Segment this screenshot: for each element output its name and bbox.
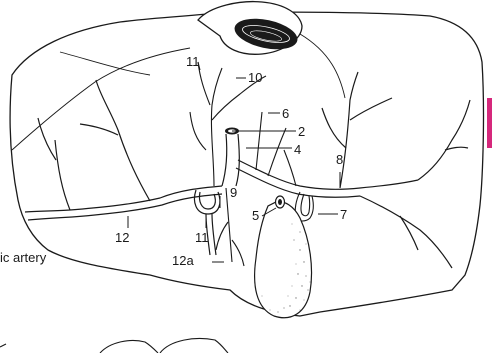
label-4: 4: [294, 142, 301, 157]
leader-lines: [128, 62, 340, 262]
label-12a: 12a: [172, 253, 194, 268]
bottom-partial-shapes: [0, 339, 228, 353]
label-7: 7: [340, 207, 347, 222]
label-11-bottom: 11: [195, 230, 209, 245]
vena-cava-section: [198, 2, 302, 55]
label-5: 5: [252, 208, 259, 223]
label-2: 2: [298, 124, 305, 139]
segment-11-loop: [195, 190, 220, 255]
liver-left-crease: [60, 52, 150, 75]
left-hepatic-artery: [25, 80, 222, 220]
label-6: 6: [282, 106, 289, 121]
label-11-top: 11: [186, 54, 200, 69]
label-10: 10: [248, 70, 262, 85]
label-8: 8: [336, 152, 343, 167]
label-9: 9: [230, 185, 237, 200]
liver-right-crease: [300, 34, 345, 98]
accent-bar: [487, 98, 492, 148]
label-12: 12: [115, 230, 129, 245]
hepatic-artery-proper: [222, 128, 239, 187]
segment-4-6-branches: [256, 112, 296, 186]
cut-off-caption: ic artery: [0, 250, 47, 265]
